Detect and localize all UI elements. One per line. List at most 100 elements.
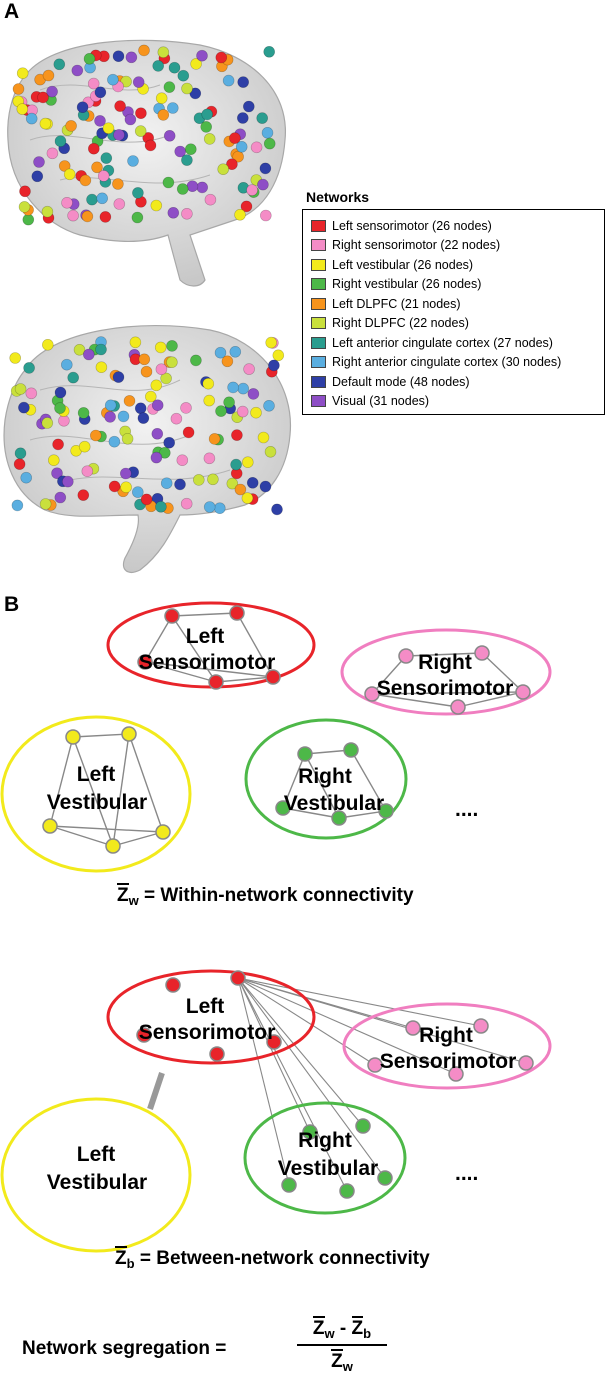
brain-node: [243, 100, 255, 113]
brain-node: [46, 85, 58, 98]
brain-node: [151, 399, 164, 411]
legend-item: Right vestibular (26 nodes): [311, 275, 481, 294]
brain-node: [150, 451, 163, 464]
within-caption: Zw = Within-network connectivity: [117, 883, 414, 908]
brain-node: [185, 143, 197, 155]
brain-node: [237, 382, 249, 395]
within-left-vestibular-line2: Vestibular: [47, 791, 147, 814]
brain-node: [65, 120, 77, 132]
brain-node: [94, 115, 106, 127]
brain-node: [79, 174, 92, 187]
brain-node: [214, 502, 226, 514]
brain-node: [229, 132, 241, 144]
z-w-subscript: w: [128, 893, 139, 908]
brain-node: [145, 390, 157, 403]
brain-node: [257, 431, 270, 444]
legend-swatch: [311, 297, 326, 310]
brain-node: [67, 209, 79, 222]
brain-node: [236, 405, 249, 418]
brain-node: [189, 87, 202, 100]
brain-node: [263, 400, 275, 412]
between-right-vestibular-line1: Right: [298, 1129, 352, 1152]
brain-node: [167, 207, 180, 219]
brain-node: [155, 501, 167, 513]
legend-label: Left sensorimotor (26 nodes): [332, 218, 492, 233]
brain-node: [265, 336, 278, 349]
brain-node: [41, 205, 54, 218]
brain-node: [94, 86, 107, 99]
brain-node: [20, 471, 33, 484]
brain-node: [77, 407, 90, 419]
z-b-subscript: b: [126, 1256, 135, 1271]
brain-node: [83, 52, 96, 65]
brain-node: [86, 193, 98, 206]
brain-node: [53, 58, 66, 71]
within-right-vestibular-line1: Right: [298, 765, 352, 788]
brain-node: [112, 50, 125, 63]
brain-node: [112, 178, 124, 190]
brain-node: [196, 49, 208, 62]
brain-node: [77, 489, 90, 501]
brain-node: [125, 51, 138, 64]
legend-label: Left DLPFC (21 nodes): [332, 296, 461, 311]
legend-title: Networks: [306, 189, 370, 205]
brain-node: [271, 503, 283, 516]
brain-node: [181, 82, 193, 95]
brain-node: [160, 477, 173, 489]
brain-node: [114, 100, 126, 112]
brain-node: [140, 365, 153, 378]
brain-node: [47, 454, 60, 466]
brain-node: [134, 125, 147, 137]
brain-node: [203, 133, 216, 145]
legend-item: Left anterior cingulate cortex (27 nodes…: [311, 333, 553, 352]
brain-node: [91, 161, 103, 174]
brain-node: [163, 436, 175, 449]
brain-node: [186, 180, 199, 192]
brain-node: [112, 371, 125, 383]
legend-label: Right anterior cingulate cortex (30 node…: [332, 355, 562, 369]
brain-node: [18, 401, 30, 414]
brain-node: [237, 112, 249, 124]
brain-node: [87, 77, 100, 90]
brain-node: [58, 160, 71, 172]
brain-node: [22, 213, 35, 226]
brain-node: [257, 178, 269, 191]
brain-node: [174, 478, 186, 491]
within-caption-text: = Within-network connectivity: [144, 885, 414, 906]
within-ellipsis: ....: [455, 798, 478, 821]
brain-node: [39, 117, 52, 130]
legend-swatch: [311, 336, 326, 349]
fraction-bar: [297, 1344, 387, 1346]
brain-node: [76, 101, 89, 113]
brain-node: [108, 435, 121, 448]
brain-node: [256, 112, 269, 124]
brain-node: [202, 377, 215, 390]
legend-swatch: [311, 375, 326, 388]
brain-node: [155, 363, 168, 376]
brain-node: [90, 429, 102, 442]
brain-node: [54, 386, 67, 399]
legend-label: Left anterior cingulate cortex (27 nodes…: [332, 335, 553, 350]
brain-node: [259, 162, 272, 175]
brain-node: [23, 362, 35, 374]
brain-node: [140, 493, 153, 506]
brain-renders: [3, 39, 292, 573]
brain-node: [39, 498, 52, 510]
formula-fraction: Zw - Zb Zw: [297, 1316, 387, 1374]
brain-node: [246, 477, 259, 489]
brain-node: [193, 474, 205, 486]
brain-node: [95, 343, 107, 356]
brain-node: [154, 341, 167, 354]
between-right-sensorimotor-line2: Sensorimotor: [380, 1050, 517, 1073]
brain-node: [51, 467, 63, 479]
brain-node: [190, 58, 202, 70]
brain-node: [132, 76, 145, 88]
brain-node: [54, 491, 67, 504]
den-w-sub: w: [342, 1359, 353, 1374]
legend-label: Left vestibular (26 nodes): [332, 257, 474, 272]
brain-node: [235, 141, 248, 153]
den-z-w: Z: [331, 1349, 343, 1372]
brain-node: [190, 354, 202, 367]
brain-node: [104, 399, 117, 412]
brain-node: [268, 359, 280, 372]
